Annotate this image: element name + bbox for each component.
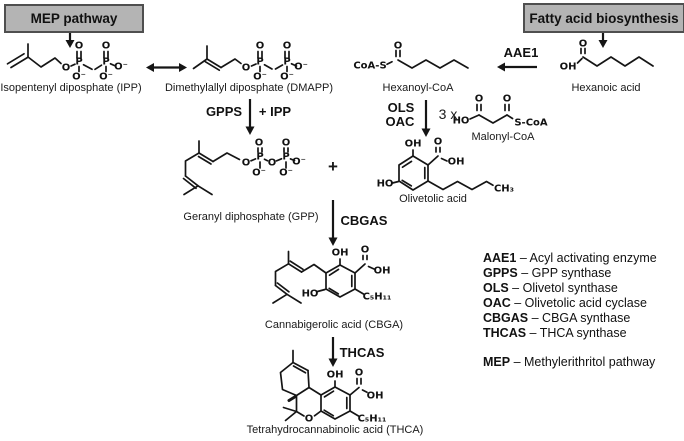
svg-text:O: O: [503, 94, 512, 105]
svg-text:O: O: [242, 158, 251, 169]
svg-text:O⁻: O⁻: [279, 168, 293, 179]
svg-text:OH: OH: [560, 62, 577, 73]
enzyme-label-thcas: THCAS: [339, 345, 385, 360]
compound-label-dmapp: Dimethylallyl diposphate (DMAPP): [164, 82, 334, 94]
enzyme-label-ols: OLS: [387, 100, 415, 115]
structure-olivetolic-acid: OH O OH HO CH₃: [377, 137, 514, 195]
svg-text:O: O: [62, 63, 71, 74]
svg-text:O: O: [361, 245, 370, 256]
legend-item-oac: OAC – Olivetolic acid cyclase: [483, 296, 647, 310]
svg-text:O: O: [75, 41, 84, 52]
enzyme-label-cbgas: CBGAS: [340, 213, 388, 228]
legend-item-thcas: THCAS – THCA synthase: [483, 326, 627, 340]
svg-text:P: P: [102, 57, 109, 68]
mep-pathway-label: MEP pathway: [30, 11, 118, 26]
compound-label-olivetolic-acid: Olivetolic acid: [399, 193, 467, 205]
svg-text:O⁻: O⁻: [292, 157, 306, 168]
svg-text:O⁻: O⁻: [72, 72, 86, 83]
structure-thca: OH O OH C₅H₁₁ O: [279, 349, 387, 425]
mep-pathway-box: MEP pathway: [4, 4, 144, 33]
svg-text:O: O: [394, 41, 403, 52]
svg-text:O⁻: O⁻: [294, 62, 308, 73]
arrow-thcas: [328, 337, 338, 367]
legend-item-aae1: AAE1 – Acyl activating enzyme: [483, 251, 657, 265]
structure-hexanoic-acid: OH O: [560, 39, 654, 73]
svg-text:O⁻: O⁻: [114, 62, 128, 73]
svg-text:P: P: [75, 57, 82, 68]
fatty-acid-biosynthesis-label: Fatty acid biosynthesis: [529, 10, 679, 26]
svg-text:O: O: [475, 94, 484, 105]
arrow-ipp-dmapp-equilibrium: [146, 63, 187, 72]
svg-text:P: P: [256, 152, 263, 163]
svg-text:OH: OH: [327, 370, 344, 381]
compound-label-thca: Tetrahydrocannabinolic acid (THCA): [246, 424, 424, 436]
compound-label-hexanoic-acid: Hexanoic acid: [571, 82, 641, 94]
arrow-gpps: [245, 99, 255, 135]
svg-text:O⁻: O⁻: [99, 72, 113, 83]
annotation-three-x: 3 x: [438, 106, 458, 122]
svg-text:C₅H₁₁: C₅H₁₁: [358, 414, 387, 425]
svg-text:OH: OH: [367, 391, 384, 402]
compound-label-cbga: Cannabigerolic acid (CBGA): [264, 319, 404, 331]
arrow-aae1: [497, 62, 537, 72]
svg-text:O: O: [255, 138, 264, 149]
arrow-ols-oac: [421, 100, 431, 137]
legend-item-mep: MEP – Methylerithritol pathway: [483, 355, 656, 369]
svg-text:P: P: [283, 57, 290, 68]
compound-label-ipp: Isopentenyl diposphate (IPP): [0, 82, 142, 94]
enzyme-label-oac: OAC: [385, 114, 415, 129]
svg-text:O: O: [282, 138, 291, 149]
svg-text:HO: HO: [377, 179, 394, 190]
abbreviation-legend: AAE1 – Acyl activating enzyme GPPS – GPP…: [483, 251, 657, 370]
svg-text:O⁻: O⁻: [253, 72, 267, 83]
svg-text:O⁻: O⁻: [280, 72, 294, 83]
svg-text:O: O: [355, 368, 364, 379]
structure-hexanoyl-coa: CoA-S O: [353, 41, 469, 72]
svg-text:OH: OH: [405, 139, 422, 150]
annotation-plus-ipp: + IPP: [258, 104, 292, 119]
svg-text:HO: HO: [453, 116, 470, 127]
compound-label-malonyl-coa: Malonyl-CoA: [471, 131, 535, 143]
compound-label-gpp: Geranyl diphosphate (GPP): [183, 211, 319, 223]
legend-item-cbgas: CBGAS – CBGA synthase: [483, 311, 631, 325]
svg-text:P: P: [256, 57, 263, 68]
svg-text:HO: HO: [302, 289, 319, 300]
svg-text:O: O: [102, 41, 111, 52]
svg-text:OH: OH: [374, 266, 391, 277]
structure-cbga: OH O OH HO C₅H₁₁: [272, 245, 392, 304]
svg-text:O⁻: O⁻: [252, 168, 266, 179]
svg-text:S-CoA: S-CoA: [514, 118, 548, 129]
svg-text:CoA-S: CoA-S: [353, 61, 386, 72]
svg-text:O: O: [268, 158, 277, 169]
svg-text:O: O: [256, 41, 265, 52]
svg-text:CH₃: CH₃: [494, 184, 514, 195]
svg-text:O: O: [283, 41, 292, 52]
arrow-mep-to-ipp: [65, 31, 75, 48]
enzyme-label-aae1: AAE1: [503, 45, 539, 60]
svg-text:O: O: [434, 137, 443, 148]
annotation-plus: +: [328, 157, 338, 176]
arrow-fatty-acid-to-hexanoic: [598, 32, 608, 48]
svg-text:O: O: [242, 63, 251, 74]
svg-text:C₅H₁₁: C₅H₁₁: [363, 292, 392, 303]
svg-text:O: O: [305, 414, 314, 425]
fatty-acid-biosynthesis-box: Fatty acid biosynthesis: [523, 3, 684, 33]
svg-text:P: P: [282, 152, 289, 163]
arrow-cbgas: [328, 200, 338, 246]
legend-item-ols: OLS – Olivetol synthase: [483, 281, 618, 295]
compound-label-hexanoyl-coa: Hexanoyl-CoA: [382, 82, 454, 94]
structure-malonyl-coa: HO O O S-CoA: [453, 94, 548, 129]
svg-text:OH: OH: [448, 157, 465, 168]
svg-text:OH: OH: [332, 248, 349, 259]
enzyme-label-gpps: GPPS: [205, 104, 243, 119]
svg-text:O: O: [579, 39, 588, 50]
legend-item-gpps: GPPS – GPP synthase: [483, 266, 612, 280]
